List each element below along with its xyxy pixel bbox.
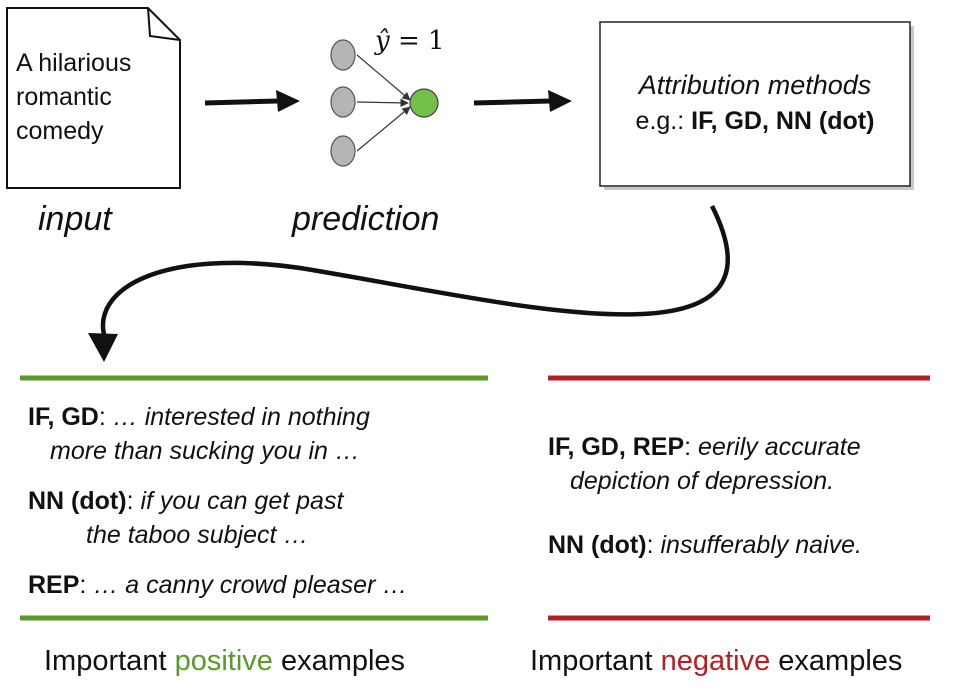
attribution-examples: e.g.: IF, GD, NN (dot) — [600, 107, 910, 136]
positive-footer: Important positive examples — [44, 645, 406, 677]
attribution-box-text: Attribution methods e.g.: IF, GD, NN (do… — [600, 22, 910, 186]
prediction-label: ŷ = 1 — [375, 26, 445, 56]
input-text-line: comedy — [16, 117, 104, 145]
negative-footer: Important negative examples — [530, 645, 903, 677]
example-text: … interested in nothing — [112, 403, 370, 431]
positive-footer-word: positive — [174, 645, 273, 677]
negative-footer-word: negative — [660, 645, 771, 677]
negative-example-2: NN (dot): insufferably naive. — [548, 531, 862, 559]
input-document-text: A hilarious romantic comedy — [16, 46, 176, 148]
example-methods: IF, GD, REP — [548, 433, 685, 461]
attribution-methods: IF, GD, NN (dot) — [691, 107, 875, 135]
input-text-line: A hilarious — [16, 49, 132, 77]
input-node-2 — [330, 86, 356, 118]
arrow-input-to-prediction — [204, 90, 300, 112]
example-methods: REP — [28, 571, 80, 599]
arrow-prediction-to-attribution — [473, 90, 572, 112]
input-document-icon — [6, 7, 181, 189]
positive-example-2: NN (dot): if you can get past the taboo … — [28, 487, 344, 549]
positive-example-1: IF, GD: … interested in nothing more tha… — [28, 403, 370, 465]
attribution-prefix: e.g.: — [635, 107, 692, 135]
example-methods: IF, GD — [28, 403, 99, 431]
input-node-1 — [330, 39, 356, 71]
example-text: insufferably naive. — [660, 531, 862, 559]
prediction-caption: prediction — [292, 200, 440, 238]
example-text: eerily accurate — [698, 433, 861, 461]
input-node-3 — [330, 135, 356, 167]
attribution-title: Attribution methods — [638, 70, 872, 100]
example-text-cont: the taboo subject … — [86, 521, 309, 549]
input-text-line: romantic — [16, 83, 112, 111]
prediction-label-hat: ŷ — [375, 26, 390, 56]
input-caption: input — [38, 200, 112, 238]
curved-arrow — [88, 204, 730, 362]
example-methods: NN (dot) — [548, 531, 647, 559]
example-methods: NN (dot) — [28, 487, 127, 515]
example-text-cont: more than sucking you in … — [50, 437, 360, 465]
example-text: … a canny crowd pleaser … — [93, 571, 408, 599]
attribution-box — [599, 21, 914, 190]
negative-example-1: IF, GD, REP: eerily accurate depiction o… — [548, 433, 861, 495]
example-text-cont: depiction of depression. — [570, 467, 835, 495]
prediction-label-rest: = 1 — [389, 26, 445, 56]
example-text: if you can get past — [140, 487, 344, 515]
neural-network-icon — [330, 39, 439, 167]
output-node — [409, 88, 439, 118]
positive-example-3: REP: … a canny crowd pleaser … — [28, 571, 408, 599]
